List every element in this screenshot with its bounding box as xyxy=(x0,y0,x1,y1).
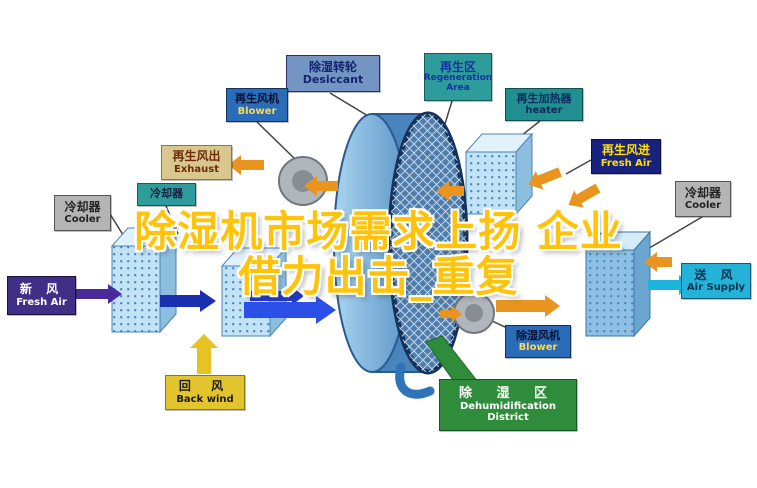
label-dehumid-blower: 除湿风机 Blower xyxy=(505,325,571,358)
fan-to-cooler-arrow xyxy=(496,295,560,317)
label-regen-blower-zh: 再生风机 xyxy=(235,92,279,106)
cooler-coil-right xyxy=(584,230,652,338)
label-regeneration-zh: 再生区 xyxy=(439,59,476,74)
label-exhaust-zh: 再生风出 xyxy=(172,149,221,164)
process-arrow-2 xyxy=(250,287,304,305)
coil-dot-texture xyxy=(586,250,634,336)
wheel-hatch-texture xyxy=(390,114,466,372)
label-exhaust: 再生风出 Exhaust xyxy=(161,145,232,180)
label-dehumid-district-en1: Dehumidification xyxy=(459,401,557,413)
regen-inlet-arrow-2 xyxy=(568,183,601,208)
label-cooler-right: 冷却器 Cooler xyxy=(675,181,731,217)
label-regeneration-area: 再生区 Regeneration Area xyxy=(424,53,492,101)
exhaust-arrow xyxy=(228,155,264,175)
label-air-supply-en: Air Supply xyxy=(686,282,746,294)
label-back-wind: 回 风 Back wind xyxy=(165,375,245,410)
label-back-wind-zh: 回 风 xyxy=(178,379,232,394)
wheel-to-fan-arrow xyxy=(440,306,462,322)
label-fresh-air-en: Fresh Air xyxy=(16,296,67,308)
connector-regen-blower xyxy=(256,121,297,161)
label-regen-blower: 再生风机 Blower xyxy=(226,88,288,122)
regen-inlet-arrow-1 xyxy=(528,167,562,190)
label-desiccant: 除湿转轮 Desiccant xyxy=(286,55,380,92)
wheel-to-regenfan-arrow xyxy=(304,176,338,196)
cooler-inlet-arrow xyxy=(644,252,672,272)
label-cooler-left-zh: 冷却器 xyxy=(64,199,101,214)
label-heater-zh: 再生加热器 xyxy=(516,91,572,105)
label-dehumid-district-zh: 除 湿 区 xyxy=(458,385,558,401)
process-arrow-1 xyxy=(160,290,216,312)
label-back-wind-en: Back wind xyxy=(176,393,234,405)
process-fan xyxy=(453,292,495,334)
arrow-shape xyxy=(528,167,562,190)
label-regeneration-en: Regeneration Area xyxy=(423,73,493,93)
label-dehumid-blower-en: Blower xyxy=(518,342,558,354)
heater-to-wheel-arrow xyxy=(436,181,464,201)
connector-regen-fresh-air xyxy=(565,159,592,175)
label-cooler-right-en: Cooler xyxy=(684,200,722,212)
label-air-supply: 送 风 Air Supply xyxy=(681,263,751,299)
label-regen-fresh-air: 再生风进 Fresh Air xyxy=(591,139,661,174)
coil-dot-texture xyxy=(466,152,516,214)
label-cooler-right-zh: 冷却器 xyxy=(684,185,721,200)
process-arrow-main xyxy=(244,296,336,324)
label-cooler-left-en: Cooler xyxy=(64,214,101,226)
fresh-air-arrow xyxy=(76,284,122,304)
label-dehumid-district: 除 湿 区 Dehumidification District xyxy=(439,379,577,431)
label-cooler-mid: 冷却器 xyxy=(137,183,196,206)
label-heater-en: heater xyxy=(525,105,563,117)
label-desiccant-en: Desiccant xyxy=(302,73,364,87)
connector-cooler-right xyxy=(645,216,703,251)
headline-line-2: 借力出击_重复 xyxy=(238,252,519,301)
duct-elbow xyxy=(395,362,435,399)
label-heater: 再生加热器 heater xyxy=(505,88,583,121)
exchanger-dot-texture xyxy=(112,246,160,332)
label-air-supply-zh: 送 风 xyxy=(694,267,738,282)
label-regen-fresh-air-en: Fresh Air xyxy=(600,157,652,169)
label-regen-blower-en: Blower xyxy=(237,105,277,117)
arrow-shape xyxy=(568,183,601,208)
label-cooler-mid-zh: 冷却器 xyxy=(150,187,183,201)
label-dehumid-district-en2: District xyxy=(487,412,529,424)
label-exhaust-en: Exhaust xyxy=(174,163,219,175)
rotor-wheel xyxy=(333,111,469,375)
return-air-arrow xyxy=(190,334,218,374)
label-fresh-air: 新 风 Fresh Air xyxy=(7,276,76,315)
label-desiccant-zh: 除湿转轮 xyxy=(308,59,357,74)
label-regen-fresh-air-zh: 再生风进 xyxy=(601,143,650,158)
label-cooler-left: 冷却器 Cooler xyxy=(54,195,111,231)
headline-line-1: 除湿机市场需求上扬 企业 xyxy=(134,207,623,256)
label-dehumid-blower-zh: 除湿风机 xyxy=(516,328,560,342)
heater-coil xyxy=(464,132,534,216)
label-fresh-air-zh: 新 风 xyxy=(19,282,64,297)
fan-hub xyxy=(465,304,483,322)
